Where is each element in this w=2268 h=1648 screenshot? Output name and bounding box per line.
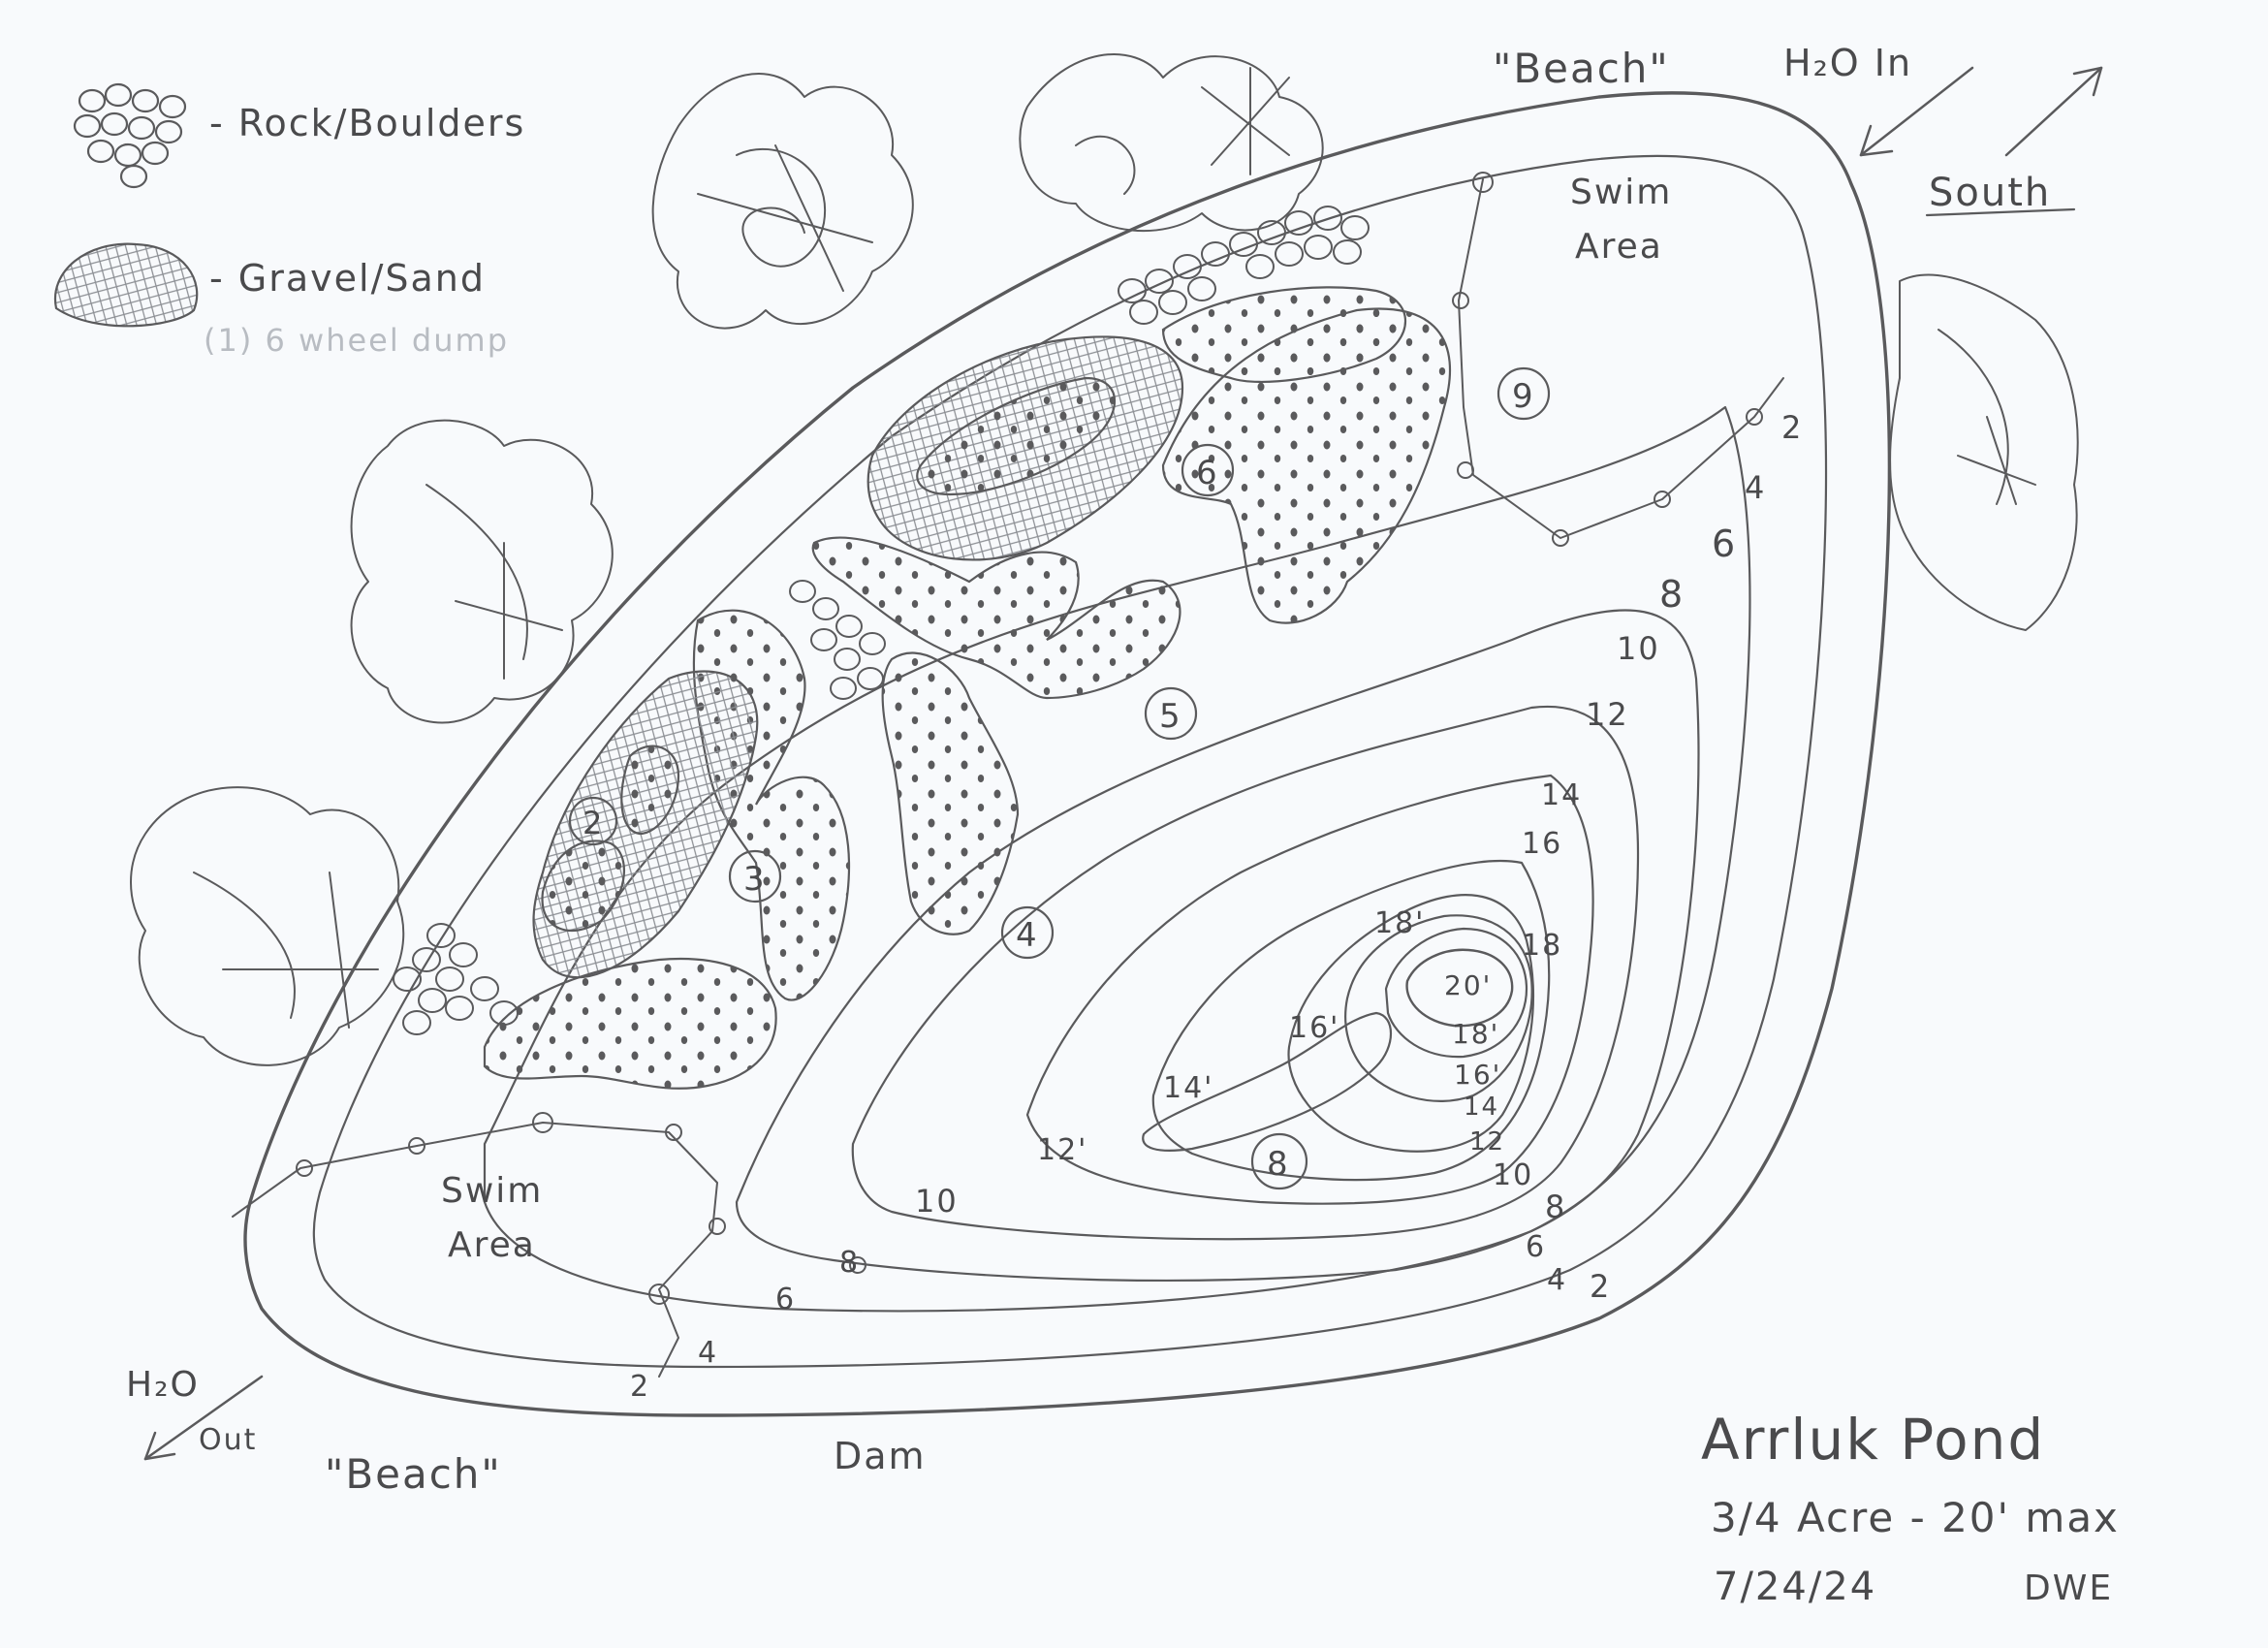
- south-underline: [1925, 207, 2076, 217]
- island-6-number: 6: [1196, 454, 1219, 492]
- tree-left-lower-icon: [130, 786, 405, 1066]
- depth-18-east: 18: [1522, 929, 1562, 963]
- pond-contours: [243, 91, 1892, 1417]
- dam-label: Dam: [834, 1435, 927, 1477]
- contour-10: [1025, 774, 1594, 1205]
- depth-2-east: 2: [1781, 409, 1803, 446]
- depth-12ft-spot: 12': [1037, 1133, 1087, 1167]
- depth-labels-east: 2 4 6 8 10 12 14 16 18: [1522, 409, 1803, 963]
- depth-16ft-spot: 16': [1289, 1011, 1339, 1045]
- depth-6-south: 6: [1526, 1230, 1546, 1264]
- contour-12: [1151, 859, 1551, 1182]
- swim-area-bottom-label-1: Swim: [441, 1171, 543, 1211]
- rock-cluster-southwest: [393, 923, 519, 1035]
- shoal-south: [483, 958, 777, 1090]
- tree-left-upper-icon: [350, 419, 614, 724]
- south-label: South: [1929, 171, 2051, 215]
- pond-title: Arrluk Pond: [1701, 1407, 2045, 1473]
- depth-20ft: 20': [1444, 969, 1492, 1001]
- sketch-initials: DWE: [2024, 1569, 2113, 1608]
- depth-4-west: 4: [698, 1336, 718, 1370]
- depth-16-east: 16: [1522, 827, 1562, 861]
- depth-8-south: 8: [1545, 1188, 1566, 1225]
- swim-rope-bottom: [232, 1112, 866, 1378]
- spot-depth-contour: [1142, 1011, 1392, 1152]
- depth-6-east: 6: [1712, 523, 1737, 565]
- depth-10-south: 10: [1493, 1158, 1533, 1192]
- depth-10-west: 10: [915, 1183, 959, 1220]
- tree-top-middle-icon: [1019, 53, 1324, 233]
- swim-area-top-label-1: Swim: [1570, 173, 1672, 212]
- depth-6-west: 6: [775, 1283, 796, 1316]
- island-2-number: 2: [583, 805, 604, 841]
- pond-outer-shore: [243, 91, 1892, 1417]
- rock-cluster-north: [1118, 206, 1370, 325]
- swim-area-top-label-2: Area: [1575, 227, 1663, 267]
- h2o-out-label-2: Out: [199, 1423, 257, 1457]
- depth-10-east: 10: [1617, 630, 1660, 667]
- contour-14: [1287, 894, 1534, 1153]
- island-8-number: 8: [1267, 1145, 1290, 1184]
- island-5-number: 5: [1159, 697, 1182, 736]
- depth-14ft-spot: 14': [1163, 1071, 1213, 1105]
- depth-2-west: 2: [630, 1370, 650, 1404]
- h2o-out-label-1: H₂O: [126, 1365, 200, 1405]
- island-4-number: 4: [1016, 916, 1039, 955]
- island-6-shoal: [866, 286, 1407, 561]
- depth-12-east: 12: [1586, 696, 1629, 733]
- depth-14-east: 14: [1541, 778, 1582, 812]
- island-9-number: 9: [1512, 377, 1535, 416]
- depth-8-east: 8: [1659, 573, 1685, 616]
- island-2-shoal: [532, 670, 759, 979]
- h2o-in-label: H₂O In: [1783, 42, 1912, 84]
- legend-note: (1) 6 wheel dump: [204, 322, 509, 359]
- depth-4-east: 4: [1745, 469, 1766, 506]
- contour-18: [1384, 927, 1528, 1059]
- depth-16ft-south: 16': [1454, 1059, 1501, 1091]
- tree-top-left-icon: [651, 73, 914, 330]
- sketch-date: 7/24/24: [1714, 1565, 1876, 1609]
- contour-4: [483, 405, 1751, 1313]
- depth-14-south: 14: [1464, 1093, 1499, 1122]
- legend-gravel-symbol: [53, 242, 199, 328]
- contour-16: [1344, 914, 1533, 1102]
- island-3-number: 3: [743, 860, 767, 899]
- depth-4-south: 4: [1547, 1263, 1567, 1297]
- legend-rock-label: - Rock/Boulders: [209, 102, 525, 144]
- pond-size: 3/4 Acre - 20' max: [1711, 1494, 2120, 1541]
- beach-top-label: "Beach": [1493, 45, 1670, 92]
- depth-2-south: 2: [1590, 1268, 1611, 1305]
- depth-8-west: 8: [839, 1246, 860, 1280]
- depth-labels-spot: 16' 14' 12': [1037, 1011, 1339, 1167]
- contour-20: [1405, 948, 1514, 1028]
- island-5-shoal: [811, 536, 1181, 700]
- tree-right-icon: [1889, 273, 2079, 631]
- island-number-circles: [568, 366, 1551, 1190]
- h2o-out-arrow-icon: [143, 1375, 264, 1461]
- depth-12-south: 12: [1469, 1127, 1505, 1157]
- swim-area-bottom-label-2: Area: [448, 1225, 536, 1265]
- depth-18ft-south: 18': [1452, 1018, 1499, 1050]
- contour-8: [851, 705, 1640, 1241]
- depth-18ft-north: 18': [1374, 906, 1425, 940]
- swim-rope-top: [1452, 172, 1784, 547]
- h2o-in-arrow-icon: [1859, 66, 1974, 157]
- south-arrow-icon: [2004, 66, 2103, 157]
- island-4-shoal: [881, 651, 1020, 935]
- legend-gravel-label: - Gravel/Sand: [209, 257, 486, 300]
- beach-bottom-label: "Beach": [325, 1450, 502, 1498]
- legend-rock-symbol: [73, 82, 187, 189]
- depth-labels-west: 10 8 6 4 2: [630, 1183, 959, 1404]
- depth-labels-deep: 18' 20' 18' 16' 14 12 10 8 6 4 2: [1374, 906, 1611, 1305]
